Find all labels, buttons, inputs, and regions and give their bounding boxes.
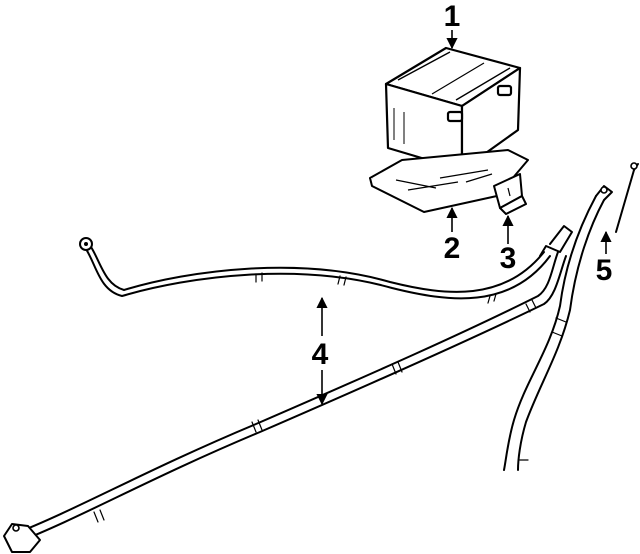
leader-lines bbox=[316, 30, 612, 406]
callout-4: 4 bbox=[312, 338, 329, 371]
callout-2: 2 bbox=[444, 232, 461, 265]
battery-handle-side bbox=[496, 84, 513, 97]
battery bbox=[384, 46, 522, 172]
battery-handle-front bbox=[446, 110, 464, 123]
callout-1: 1 bbox=[444, 0, 461, 33]
hold-down-bracket bbox=[493, 173, 527, 215]
callout-3: 3 bbox=[500, 242, 517, 275]
callout-5: 5 bbox=[596, 254, 613, 287]
negative-battery-cable bbox=[503, 162, 639, 471]
positive-battery-cable bbox=[3, 225, 573, 553]
